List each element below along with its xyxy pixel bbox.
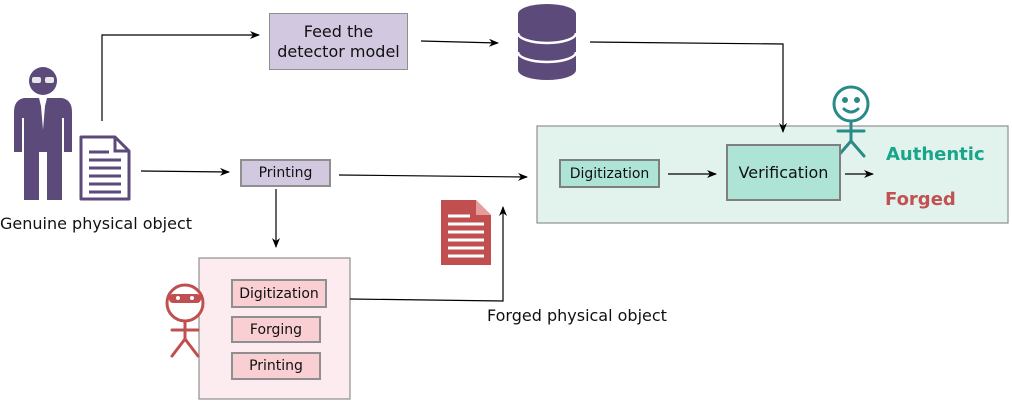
database-icon <box>516 4 578 80</box>
masked-stick-figure-icon <box>165 283 205 358</box>
forger-digitization-box: Digitization <box>231 279 327 308</box>
arrow-feed-to-database <box>420 38 499 47</box>
digitization-box: Digitization <box>559 159 660 188</box>
verification-box: Verification <box>726 144 841 201</box>
arrow-person-to-feed <box>101 31 260 121</box>
forged-object-label: Forged physical object <box>487 306 667 325</box>
genuine-object-label: Genuine physical object <box>0 214 193 233</box>
document-icon <box>79 135 131 201</box>
forger-forging-box: Forging <box>231 316 321 343</box>
person-with-sunglasses-icon <box>14 67 72 200</box>
forged-document-icon <box>441 200 491 265</box>
arrow-forger-to-panel <box>349 206 507 302</box>
arrow-database-to-verification <box>589 41 787 133</box>
forged-result: Forged <box>885 189 956 210</box>
printing-box: Printing <box>240 159 331 187</box>
arrow-document-to-printing <box>140 167 230 176</box>
stick-figure-smiling-icon <box>832 85 870 158</box>
feed-detector-model-box: Feed the detector model <box>269 13 408 70</box>
authentic-result: Authentic <box>886 144 985 165</box>
forger-printing-box: Printing <box>231 352 321 380</box>
arrow-printing-to-panel <box>338 172 528 181</box>
